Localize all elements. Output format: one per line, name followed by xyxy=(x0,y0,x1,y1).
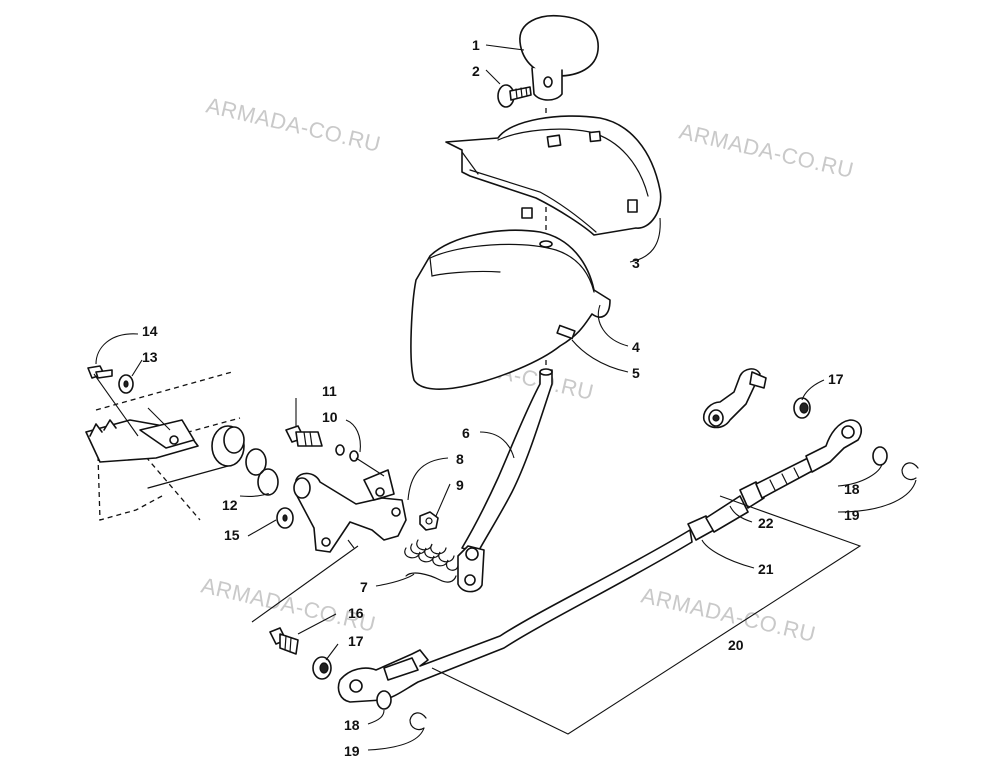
callout-20: 20 xyxy=(728,637,744,653)
shift-lever xyxy=(457,368,553,593)
callout-3: 3 xyxy=(632,255,640,271)
watermark-1: ARMADA-CO.RU xyxy=(204,93,383,157)
small-washers xyxy=(335,444,359,462)
pivot-stud-lower xyxy=(269,627,299,655)
callout-2: 2 xyxy=(472,63,480,79)
callout-4: 4 xyxy=(632,339,640,355)
washer-15 xyxy=(276,507,294,529)
callout-11: 11 xyxy=(322,383,337,399)
callout-17-lower: 17 xyxy=(348,633,364,649)
mount-bolt xyxy=(87,365,113,379)
callout-15: 15 xyxy=(224,527,240,543)
shift-rod xyxy=(337,529,693,703)
knob-screw xyxy=(497,84,532,108)
callout-6: 6 xyxy=(462,425,470,441)
o-rings xyxy=(245,448,279,496)
callout-21: 21 xyxy=(758,561,774,577)
callout-7: 7 xyxy=(360,579,368,595)
upper-shift-cover xyxy=(445,115,662,236)
shift-knob xyxy=(519,14,599,101)
callout-19-upper: 19 xyxy=(844,507,860,523)
frame-bracket xyxy=(85,371,245,521)
callout-17-upper: 17 xyxy=(828,371,844,387)
callout-18-lower: 18 xyxy=(344,717,360,733)
leader-lines xyxy=(93,44,917,751)
lower-shift-cover xyxy=(410,229,611,390)
bushing-upper xyxy=(793,397,811,419)
washer-lower xyxy=(376,690,392,710)
callout-14: 14 xyxy=(142,323,158,339)
callout-5: 5 xyxy=(632,365,640,381)
callout-12: 12 xyxy=(222,497,238,513)
mount-washer xyxy=(118,374,134,394)
callout-18-upper: 18 xyxy=(844,481,860,497)
callout-1: 1 xyxy=(472,37,480,53)
callout-16: 16 xyxy=(348,605,364,621)
shift-linkage xyxy=(702,368,767,429)
callout-8: 8 xyxy=(456,451,464,467)
return-spring xyxy=(404,539,459,583)
clip-upper xyxy=(901,462,919,481)
hex-nut xyxy=(419,511,439,531)
callout-13: 13 xyxy=(142,349,158,365)
callout-10: 10 xyxy=(322,409,338,425)
watermark-2: ARMADA-CO.RU xyxy=(677,119,856,183)
rod-adjuster xyxy=(687,457,815,541)
pivot-stud xyxy=(285,425,323,447)
callouts: 1 2 3 4 5 6 7 8 9 10 11 12 13 14 15 16 1… xyxy=(142,37,860,759)
clip-lower xyxy=(409,712,427,731)
callout-9: 9 xyxy=(456,477,464,493)
rod-end-upper xyxy=(805,419,863,473)
bushing-lower xyxy=(312,656,332,680)
callout-22: 22 xyxy=(758,515,774,531)
washer-upper xyxy=(872,446,888,466)
callout-19-lower: 19 xyxy=(344,743,360,759)
shift-shaft-bracket xyxy=(293,469,407,553)
